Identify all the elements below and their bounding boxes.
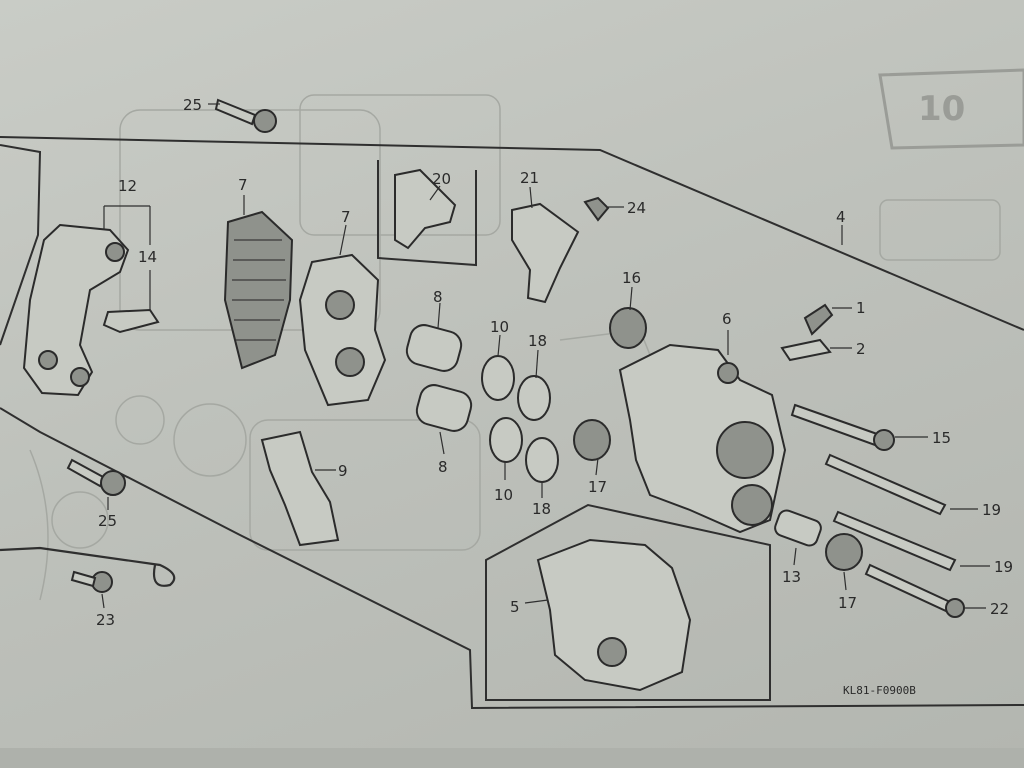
bolt-23 [70,570,113,593]
callout-14: 14 [138,248,157,266]
callout-18-top: 18 [528,332,547,350]
callout-13: 13 [782,568,801,586]
callout-23: 23 [96,611,115,629]
callout-18-bottom: 18 [532,500,551,518]
bleeder-1-2 [780,303,834,362]
pad-shim-20 [394,168,457,250]
leader-lines [101,103,990,609]
assembly-boundary [0,136,1024,710]
boot-17a [573,419,611,461]
callout-20: 20 [432,170,451,188]
callout-22: 22 [990,600,1009,618]
callout-9: 9 [338,462,348,480]
callout-16: 16 [622,269,641,287]
callout-10-bottom: 10 [494,486,513,504]
boot-16 [609,307,647,349]
sleeve-13-boot-17b [774,509,863,571]
pad-shim-21 [511,202,580,304]
pad-spring-14 [102,308,160,334]
callout-4: 4 [836,208,846,226]
callout-25-bottom: 25 [98,512,117,530]
callout-15: 15 [932,429,951,447]
seals-10-18 [481,355,559,483]
bolt-24 [583,196,610,222]
pins-15-19-22 [790,403,965,618]
page-number-box: 10 [878,68,1024,150]
callout-12: 12 [118,177,137,195]
callout-6: 6 [722,310,732,328]
bolt-25-lower [66,458,126,496]
callout-25-top: 25 [183,96,202,114]
callout-21: 21 [520,169,539,187]
callout-8-bottom: 8 [438,458,448,476]
callout-17-middle: 17 [588,478,607,496]
page-number: 10 [918,89,965,129]
brake-pad-left [223,210,294,370]
bottom-edge [0,748,1024,768]
caliper-bracket [22,223,130,397]
callout-1: 1 [856,299,866,317]
pistons-8 [405,324,473,432]
callout-5: 5 [510,598,520,616]
drawing-code: KL81-F0900B [843,684,916,697]
callout-7-right: 7 [341,208,351,226]
caliper-body-6 [618,343,787,534]
wire-clip [0,546,176,587]
callout-19-top: 19 [982,501,1001,519]
callout-19-bottom: 19 [994,558,1013,576]
bolt-25-top [214,98,277,133]
callout-24: 24 [627,199,646,217]
callout-10-top: 10 [490,318,509,336]
callout-17-right: 17 [838,594,857,612]
spring-9 [260,430,340,547]
caliper-assembly-5 [536,538,692,692]
callout-8-top: 8 [433,288,443,306]
brake-pad-right [298,253,387,407]
callout-labels: 1 2 4 5 6 7 7 8 8 9 10 10 12 13 14 15 16… [96,96,1013,629]
callout-7-left: 7 [238,176,248,194]
callout-2: 2 [856,340,866,358]
